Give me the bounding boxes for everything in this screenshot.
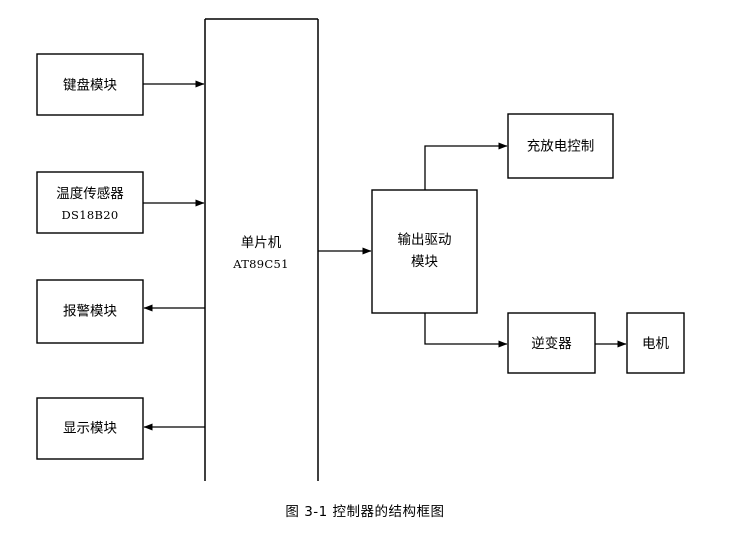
charge-control-box — [507, 113, 614, 179]
keyboard-label: 键盘模块 — [63, 77, 117, 94]
block-output-driver[interactable]: 输出驱动 模块 — [371, 189, 478, 314]
inverter-box — [507, 312, 596, 374]
alarm-label: 报警模块 — [63, 304, 117, 320]
block-motor[interactable]: 电机 — [626, 312, 685, 374]
motor-box — [626, 312, 685, 374]
keyboard-box — [36, 53, 144, 116]
output-driver-label-line1: 输出驱动 — [398, 232, 452, 248]
temp-sensor-label-line2: DS18B20 — [62, 208, 119, 222]
block-temp-sensor[interactable]: 温度传感器 DS18B20 — [36, 171, 144, 234]
block-alarm[interactable]: 报警模块 — [36, 279, 144, 344]
motor-label: 电机 — [642, 336, 670, 352]
display-box — [36, 397, 144, 460]
block-keyboard[interactable]: 键盘模块 — [36, 53, 144, 116]
connector-output-driver-to-inverter — [424, 313, 508, 348]
figure-caption: 图 3-1 控制器的结构框图 — [285, 504, 445, 520]
charge-control-label: 充放电控制 — [527, 139, 595, 155]
mcu-label-line1: 单片机 — [241, 235, 282, 251]
block-display[interactable]: 显示模块 — [36, 397, 144, 460]
connector-output-driver-to-charge-control — [424, 142, 508, 190]
block-charge-control[interactable]: 充放电控制 — [507, 113, 614, 179]
inverter-label: 逆变器 — [531, 336, 572, 352]
display-label: 显示模块 — [63, 421, 117, 437]
mcu-label-line2: AT89C51 — [232, 257, 289, 271]
alarm-box — [36, 279, 144, 344]
temp-sensor-box — [36, 171, 144, 234]
output-driver-box — [371, 189, 478, 314]
temp-sensor-label-line1: 温度传感器 — [56, 185, 124, 202]
output-driver-label-line2: 模块 — [411, 254, 438, 270]
block-inverter[interactable]: 逆变器 — [507, 312, 596, 374]
block-mcu[interactable]: 单片机 AT89C51 — [204, 18, 319, 481]
